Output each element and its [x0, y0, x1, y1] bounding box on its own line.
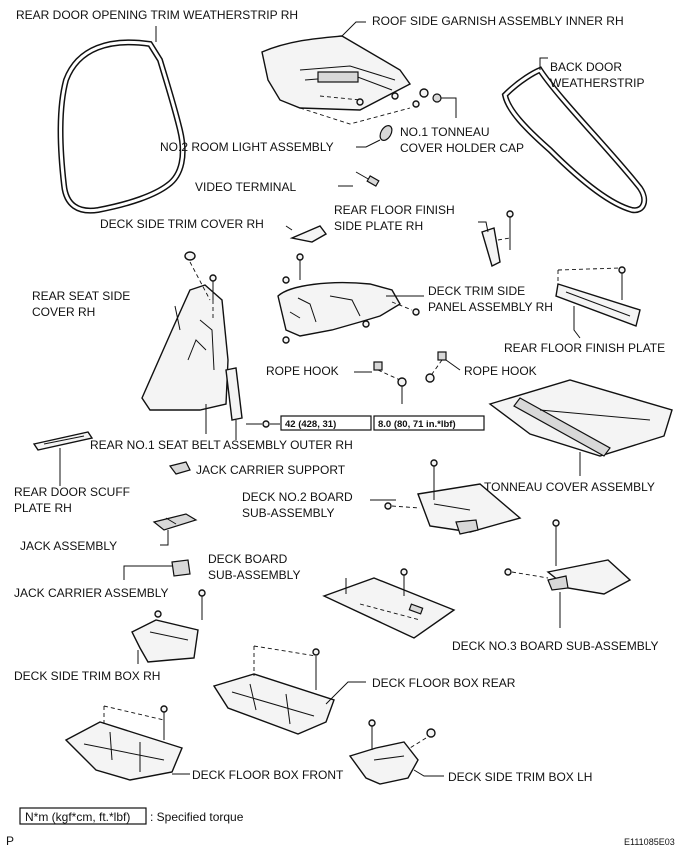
deck-floor-box-front	[64, 705, 190, 781]
figure-code: E111085E03	[624, 837, 675, 847]
roof-side-garnish	[261, 21, 457, 125]
label-rope-hook-left: ROPE HOOK	[266, 364, 339, 378]
rear-seat-side-cover	[141, 251, 229, 411]
rear-door-opening-weatherstrip	[57, 26, 186, 214]
torque-box-seat-belt: 42 (428, 31)	[280, 415, 372, 431]
label-deck-trim-side-panel-1: DECK TRIM SIDE	[428, 284, 525, 298]
label-tonneau-holder-cap-1: NO.1 TONNEAU	[400, 125, 490, 139]
jack-assembly	[152, 513, 198, 546]
label-deck-floor-box-front: DECK FLOOR BOX FRONT	[192, 768, 344, 782]
rear-floor-finish-side-plate	[478, 210, 514, 268]
torque-box-rope-hook: 8.0 (80, 71 in.*lbf)	[373, 415, 485, 431]
label-deck-board-1: DECK BOARD	[208, 552, 288, 566]
tonneau-cover	[488, 379, 673, 476]
label-roof-side-garnish: ROOF SIDE GARNISH ASSEMBLY INNER RH	[372, 14, 624, 28]
deck-board	[322, 568, 456, 639]
label-jack-assembly: JACK ASSEMBLY	[20, 539, 117, 553]
legend-description: : Specified torque	[150, 810, 244, 824]
label-deck-no2-board-2: SUB-ASSEMBLY	[242, 506, 334, 520]
deck-side-trim-box-lh	[348, 719, 444, 785]
label-rear-seat-side-cover-2: COVER RH	[32, 305, 95, 319]
label-deck-side-trim-box-lh: DECK SIDE TRIM BOX LH	[448, 770, 592, 784]
label-deck-board-2: SUB-ASSEMBLY	[208, 568, 300, 582]
jack-carrier-assembly	[123, 559, 191, 580]
deck-side-trim-box-rh	[131, 589, 206, 664]
label-deck-side-trim-cover: DECK SIDE TRIM COVER RH	[100, 217, 264, 231]
label-jack-carrier-assembly: JACK CARRIER ASSEMBLY	[14, 586, 169, 600]
label-back-door-weatherstrip-1: BACK DOOR	[550, 60, 622, 74]
label-deck-no3-board: DECK NO.3 BOARD SUB-ASSEMBLY	[452, 639, 659, 653]
legend: N*m (kgf*cm, ft.*lbf) : Specified torque	[19, 807, 244, 825]
label-jack-carrier-support: JACK CARRIER SUPPORT	[196, 463, 346, 477]
label-rear-door-scuff-2: PLATE RH	[14, 501, 72, 515]
label-tonneau-holder-cap-2: COVER HOLDER CAP	[400, 141, 524, 155]
label-rear-floor-finish-side-plate-1: REAR FLOOR FINISH	[334, 203, 455, 217]
corner-mark: P	[6, 834, 14, 848]
rear-door-scuff-plate	[32, 431, 94, 486]
label-deck-side-trim-box-rh: DECK SIDE TRIM BOX RH	[14, 669, 160, 683]
deck-no2-board	[370, 459, 522, 535]
torque-rope-hook-value: 8.0 (80, 71 in.*lbf)	[378, 419, 456, 430]
rope-hooks	[354, 351, 461, 404]
label-video-terminal: VIDEO TERMINAL	[195, 180, 296, 194]
label-deck-floor-box-rear: DECK FLOOR BOX REAR	[372, 676, 516, 690]
label-deck-no2-board-1: DECK NO.2 BOARD	[242, 490, 353, 504]
label-no2-room-light: NO.2 ROOM LIGHT ASSEMBLY	[160, 140, 334, 154]
label-rear-floor-finish-plate: REAR FLOOR FINISH PLATE	[504, 341, 665, 355]
deck-side-trim-cover	[285, 225, 328, 243]
label-deck-trim-side-panel-2: PANEL ASSEMBLY RH	[428, 300, 553, 314]
label-rope-hook-right: ROPE HOOK	[464, 364, 537, 378]
back-door-weatherstrip	[501, 57, 648, 214]
jack-carrier-support	[168, 461, 191, 475]
video-terminal	[338, 171, 380, 187]
label-rear-seat-side-cover-1: REAR SEAT SIDE	[32, 289, 130, 303]
label-rear-door-scuff-1: REAR DOOR SCUFF	[14, 485, 130, 499]
rear-seat-belt	[205, 367, 280, 440]
deck-no3-board	[504, 519, 632, 628]
label-rear-seat-belt: REAR NO.1 SEAT BELT ASSEMBLY OUTER RH	[90, 438, 353, 452]
deck-trim-side-panel	[277, 253, 424, 344]
label-tonneau-cover: TONNEAU COVER ASSEMBLY	[484, 480, 655, 494]
torque-seat-belt-value: 42 (428, 31)	[285, 419, 336, 430]
label-rear-floor-finish-side-plate-2: SIDE PLATE RH	[334, 219, 423, 233]
label-back-door-weatherstrip-2: WEATHERSTRIP	[550, 76, 644, 90]
rear-floor-finish-plate	[555, 266, 641, 339]
label-rear-door-opening-trim-weatherstrip: REAR DOOR OPENING TRIM WEATHERSTRIP RH	[16, 8, 298, 22]
deck-floor-box-rear	[212, 645, 366, 735]
room-light	[356, 125, 393, 148]
legend-unit-box: N*m (kgf*cm, ft.*lbf)	[25, 810, 130, 824]
